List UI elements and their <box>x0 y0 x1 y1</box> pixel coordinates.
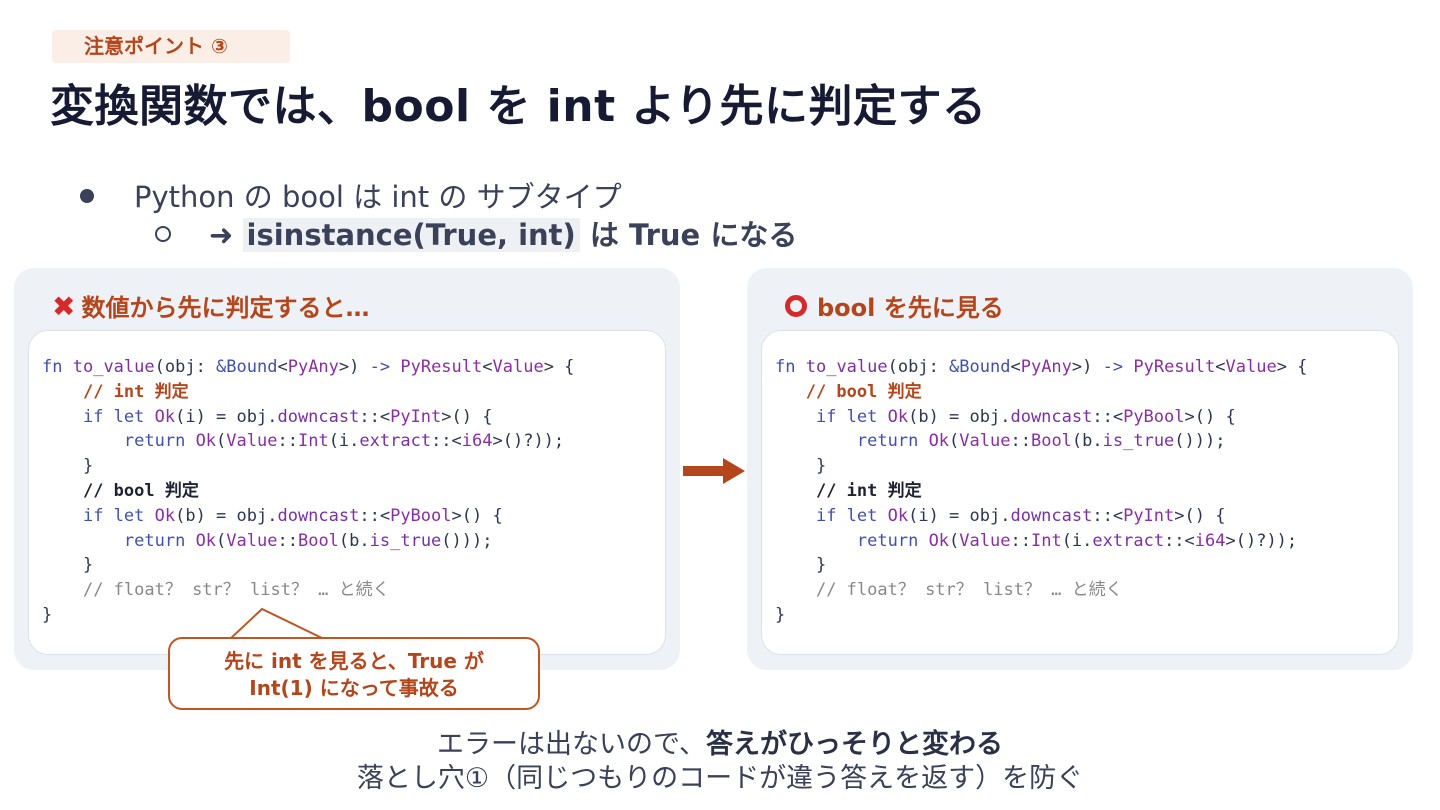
right-code: fn to_value(obj: &Bound<PyAny>) -> PyRes… <box>775 357 1308 625</box>
cross-mark-icon: ✖ <box>52 290 76 323</box>
footer-line-1-plain: エラーは出ないので、 <box>437 729 706 760</box>
left-comment-int: // int 判定 <box>82 381 189 402</box>
arrow-glyph: ➜ <box>209 218 234 252</box>
sub-bullet-ring <box>155 226 171 242</box>
bullet-1-text: Python の bool は int の サブタイプ <box>134 180 622 214</box>
right-comment-int: // int 判定 <box>815 480 922 501</box>
right-comment-rest: // float？ str？ list？ … と続く <box>815 580 1123 601</box>
left-code-block: fn to_value(obj: &Bound<PyAny>) -> PyRes… <box>28 330 666 655</box>
callout-line-1: 先に int を見ると、True が <box>224 649 484 673</box>
inline-code: isinstance(True, int) <box>242 218 580 252</box>
left-comment-bool: // bool 判定 <box>82 480 199 501</box>
arrow-right-icon <box>683 458 745 484</box>
left-panel: ✖数値から先に判定すると… fn to_value(obj: &Bound<Py… <box>14 268 680 670</box>
callout-pointer <box>230 607 328 641</box>
footer-line-1: エラーは出ないので、答えがひっそりと変わる <box>0 722 1440 761</box>
left-comment-rest: // float？ str？ list？ … と続く <box>82 580 390 601</box>
right-panel-title-text: bool を先に見る <box>817 294 1004 322</box>
left-panel-title-text: 数値から先に判定すると… <box>81 294 370 322</box>
right-code-block: fn to_value(obj: &Bound<PyAny>) -> PyRes… <box>761 330 1399 655</box>
page-title: 変換関数では、bool を int より先に判定する <box>50 81 987 132</box>
footer-line-2: 落とし穴①（同じつもりのコードが違う答えを返す）を防ぐ <box>356 763 1084 794</box>
right-comment-bool: // bool 判定 <box>805 381 922 402</box>
left-code: fn to_value(obj: &Bound<PyAny>) -> PyRes… <box>42 357 575 625</box>
callout-line-2: Int(1) になって事故る <box>249 676 459 700</box>
bullet-1: Python の bool は int の サブタイプ <box>80 174 622 216</box>
bullet-2-text: は True になる <box>579 218 798 252</box>
bullet-dot <box>80 189 94 203</box>
section-tag: 注意ポイント ③ <box>52 30 290 63</box>
right-panel: bool を先に見る fn to_value(obj: &Bound<PyAny… <box>747 268 1413 670</box>
right-panel-title: bool を先に見る <box>785 288 1004 323</box>
footer-line-1-bold: 答えがひっそりと変わる <box>705 729 1003 760</box>
bullet-2: ➜ isinstance(True, int) は True になる <box>155 212 797 254</box>
red-circle-icon <box>785 295 807 317</box>
left-panel-title: ✖数値から先に判定すると… <box>52 288 369 323</box>
warning-callout: 先に int を見ると、True が Int(1) になって事故る <box>168 637 540 710</box>
